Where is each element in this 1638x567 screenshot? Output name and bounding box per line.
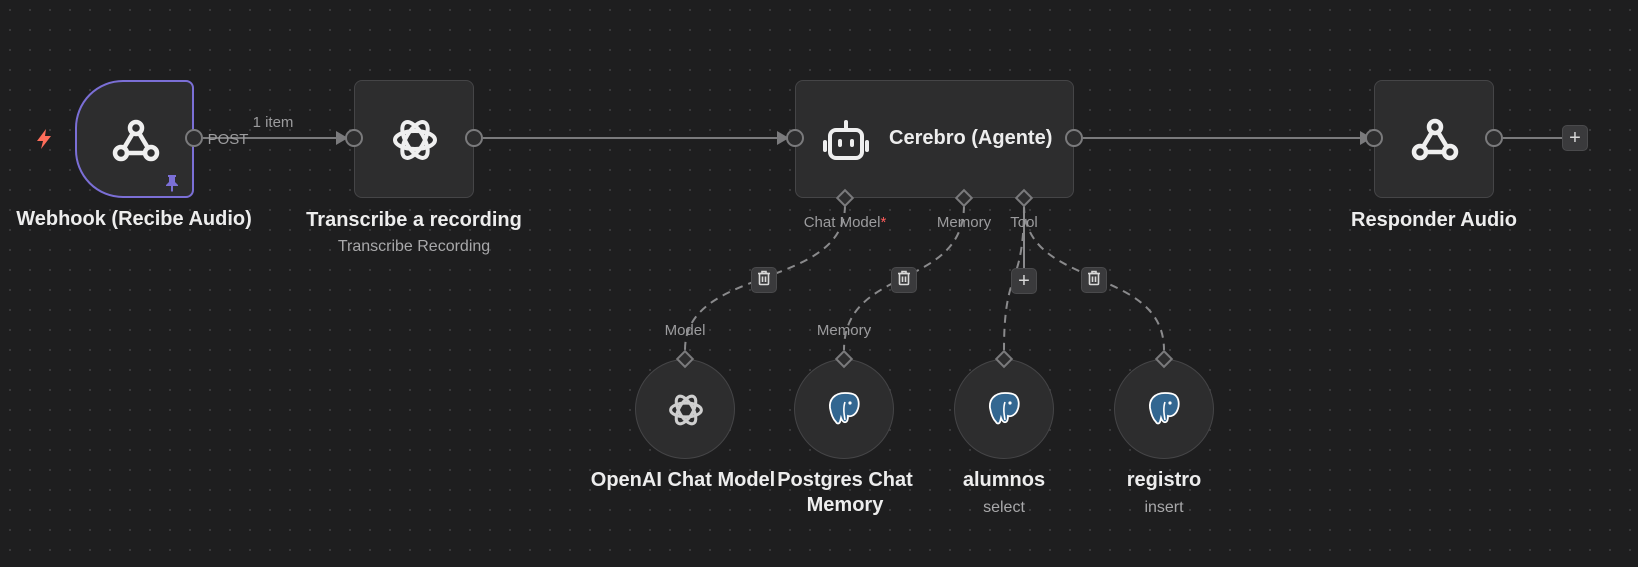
trash-icon: [1087, 270, 1101, 291]
webhook-icon: [1409, 114, 1461, 171]
agent-memory-label: Memory: [936, 214, 992, 231]
responder-title: Responder Audio: [1351, 209, 1517, 231]
memory-input-label: Memory: [816, 322, 872, 339]
robot-icon: [823, 120, 869, 167]
openai-icon: [389, 114, 441, 171]
postgres-memory-title-line2: Memory: [806, 494, 884, 516]
trash-icon: [757, 270, 771, 291]
alumnos-subtitle: select: [983, 499, 1025, 516]
transcribe-title: Transcribe a recording: [306, 209, 522, 231]
connection-method-label: POST: [207, 131, 249, 148]
responder-input-handle[interactable]: [1365, 129, 1383, 147]
node-webhook[interactable]: [75, 80, 194, 198]
webhook-icon: [110, 115, 162, 172]
agent-tool-label: Tool: [1010, 214, 1038, 231]
agent-output-handle[interactable]: [1065, 129, 1083, 147]
node-responder[interactable]: [1374, 80, 1494, 198]
node-postgres-chat-memory[interactable]: [794, 359, 894, 459]
agent-title: Cerebro (Agente): [889, 127, 1053, 149]
transcribe-output-handle[interactable]: [465, 129, 483, 147]
registro-title: registro: [1126, 469, 1202, 491]
transcribe-subtitle: Transcribe Recording: [337, 238, 491, 255]
openai-icon: [666, 390, 706, 435]
postgres-icon: [1145, 390, 1185, 435]
postgres-icon: [985, 390, 1025, 435]
delete-connection-button[interactable]: [751, 267, 777, 293]
agent-input-handle[interactable]: [786, 129, 804, 147]
trash-icon: [897, 270, 911, 291]
pin-icon[interactable]: [165, 174, 179, 197]
node-alumnos[interactable]: [954, 359, 1054, 459]
node-openai-chat-model[interactable]: [635, 359, 735, 459]
transcribe-input-handle[interactable]: [345, 129, 363, 147]
postgres-icon: [825, 390, 865, 435]
alumnos-title: alumnos: [962, 469, 1046, 491]
delete-connection-button[interactable]: [891, 267, 917, 293]
add-node-button[interactable]: +: [1562, 125, 1588, 151]
trigger-bolt-icon: [34, 128, 54, 155]
agent-chat-model-label: Chat Model*: [803, 214, 887, 231]
openai-model-title: OpenAI Chat Model: [590, 469, 776, 491]
add-tool-button[interactable]: +: [1011, 268, 1037, 294]
node-transcribe[interactable]: [354, 80, 474, 198]
webhook-output-handle[interactable]: [185, 129, 203, 147]
model-input-label: Model: [664, 322, 706, 339]
registro-subtitle: insert: [1144, 499, 1184, 516]
delete-connection-button[interactable]: [1081, 267, 1107, 293]
node-agent[interactable]: Cerebro (Agente): [795, 80, 1074, 198]
responder-output-handle[interactable]: [1485, 129, 1503, 147]
connection-item-count: 1 item: [252, 114, 294, 131]
webhook-title: Webhook (Recibe Audio): [16, 208, 252, 230]
node-registro[interactable]: [1114, 359, 1214, 459]
postgres-memory-title-line1: Postgres Chat: [777, 469, 913, 491]
